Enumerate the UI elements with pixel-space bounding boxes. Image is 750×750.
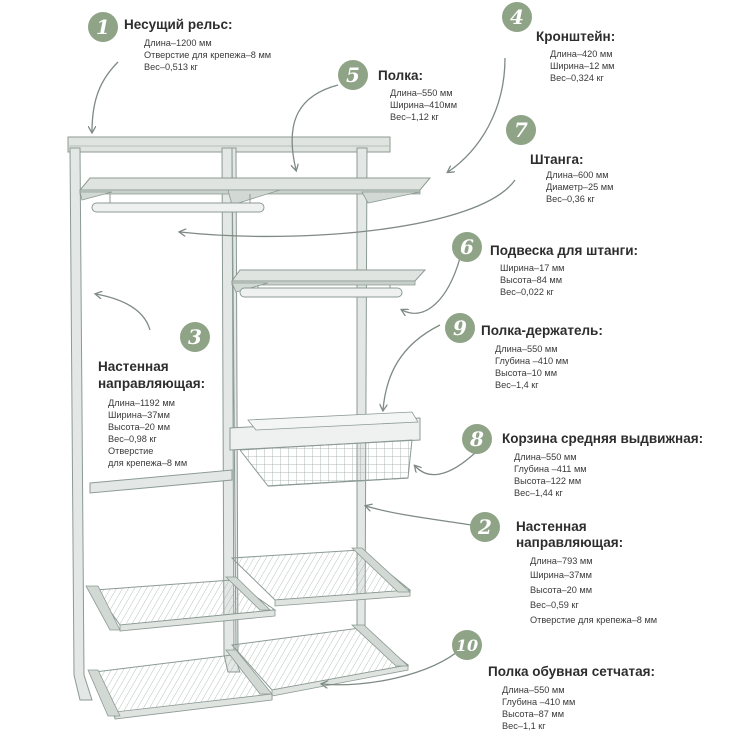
leader-arrows (92, 57, 516, 685)
item-10-title: Полка обувная сетчатая: (488, 664, 655, 679)
item-3-spec-4: Вес–0,98 кг (108, 434, 157, 444)
item-10-spec-3: Высота–87 мм (502, 709, 565, 719)
item-3-spec-6: для крепежа–8 мм (108, 458, 188, 468)
item-4-spec-1: Длина–420 мм (550, 49, 613, 59)
item-5-title: Полка: (378, 68, 423, 83)
item-3-spec-3: Высота–20 мм (108, 422, 171, 432)
item-9-spec-2: Глубина –410 мм (495, 356, 569, 366)
item-4-spec-3: Вес–0,324 кг (550, 73, 604, 83)
item-2-title-2: направляющая: (516, 535, 624, 550)
item-5-spec-1: Длина–550 мм (390, 88, 453, 98)
item-10-spec-4: Вес–1,1 кг (502, 721, 546, 731)
top-shelf (78, 177, 432, 213)
item-9-spec-4: Вес–1,4 кг (495, 380, 539, 390)
item-2-spec-4: Вес–0,59 кг (530, 600, 579, 610)
item-6-spec-3: Вес–0,022 кг (500, 287, 554, 297)
badge-10: 10 (452, 630, 482, 660)
item-2-spec-1: Длина–793 мм (530, 556, 593, 566)
item-8-spec-3: Высота–122 мм (514, 476, 582, 486)
second-shelf (231, 269, 427, 298)
item-8-spec-1: Длина–550 мм (514, 452, 577, 462)
item-9-spec-3: Высота–10 мм (495, 368, 558, 378)
item-1-title: Несущий рельс: (124, 17, 233, 32)
badge-4: 4 (502, 2, 532, 32)
item-4-spec-2: Ширина–12 мм (550, 61, 615, 71)
item-8-title: Корзина средняя выдвижная: (502, 431, 704, 446)
item-2-title-1: Настенная (516, 519, 587, 534)
item-9-title: Полка-держатель: (481, 323, 603, 338)
item-4-title: Кронштейн: (536, 29, 616, 44)
badge-7: 7 (506, 115, 536, 145)
item-7-spec-1: Длина–600 мм (546, 170, 609, 180)
badge-5: 5 (338, 60, 368, 90)
middle-crossbar (89, 469, 233, 494)
item-5-spec-2: Ширина–410мм (390, 100, 458, 110)
badge-2: 2 (470, 512, 500, 542)
item-7-title: Штанга: (530, 152, 584, 167)
item-10-spec-1: Длина–550 мм (502, 685, 565, 695)
item-2-spec-2: Ширина–37мм (530, 570, 592, 580)
item-3-spec-1: Длина–1192 мм (108, 398, 175, 408)
badge-6: 6 (452, 232, 482, 262)
item-3-spec-5: Отверстие (108, 446, 154, 456)
wire-shelves-middle (85, 547, 412, 632)
item-8-spec-2: Глубина –411 мм (514, 464, 587, 474)
item-1-spec-1: Длина–1200 мм (144, 38, 212, 48)
item-3-title-1: Настенная (98, 359, 169, 374)
badge-8: 8 (462, 424, 492, 454)
badge-3: 3 (180, 322, 210, 352)
item-10-spec-2: Глубина –410 мм (502, 697, 576, 707)
item-6-spec-2: Высота–84 мм (500, 275, 563, 285)
item-9-spec-1: Длина–550 мм (495, 344, 558, 354)
shoe-shelves (87, 624, 410, 720)
item-3-title-2: направляющая: (98, 376, 206, 391)
item-5-spec-3: Вес–1,12 кг (390, 112, 439, 122)
badge-1: 1 (88, 12, 118, 42)
item-2-spec-3: Высота–20 мм (530, 585, 593, 595)
item-6-title: Подвеска для штанги: (490, 243, 639, 258)
wire-basket (229, 411, 421, 487)
top-rail (67, 136, 391, 153)
item-6-spec-1: Ширина–17 мм (500, 263, 565, 273)
badge-9: 9 (445, 313, 475, 343)
item-7-spec-3: Вес–0,36 кг (546, 194, 595, 204)
item-3-spec-2: Ширина–37мм (108, 410, 170, 420)
item-1-spec-3: Вес–0,513 кг (144, 62, 198, 72)
item-2-spec-5: Отверстие для крепежа–8 мм (530, 615, 658, 625)
item-1-spec-2: Отверстие для крепежа–8 мм (144, 50, 272, 60)
item-8-spec-4: Вес–1,44 кг (514, 488, 563, 498)
item-7-spec-2: Диаметр–25 мм (546, 182, 614, 192)
